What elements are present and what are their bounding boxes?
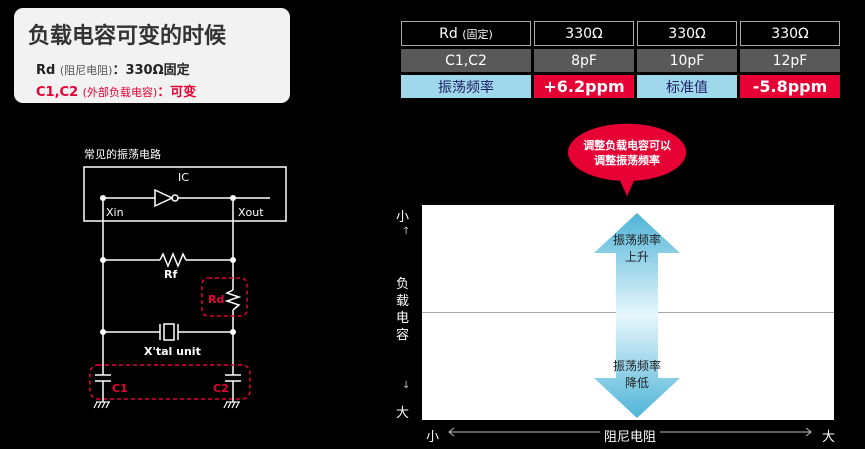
c-name: C1,C2 [36, 85, 79, 100]
rd-name: Rd [36, 63, 56, 78]
table-cell: -5.8ppm [740, 75, 840, 98]
ground-icon [93, 401, 110, 409]
oscillator-circuit: 常见的振荡电路 IC Xin Xout Rf Rd X'tal unit C1 … [83, 147, 287, 409]
page-title: 负载电容可变的时候 [28, 24, 227, 49]
callout-bubble: 调整负载电容可以 调整振荡频率 [567, 123, 687, 197]
c-value: 可变 [170, 85, 197, 100]
ground-icon [223, 401, 240, 409]
table-cell: C1,C2 [401, 49, 531, 72]
table-cell: 12pF [740, 49, 840, 72]
table-cell: +6.2ppm [534, 75, 634, 98]
c-highlight [89, 364, 251, 400]
table-row: 振荡频率 +6.2ppm 标准值 -5.8ppm [401, 75, 840, 98]
table-cell: 标准值 [637, 75, 737, 98]
inverter-icon [154, 188, 174, 208]
circuit-caption: 常见的振荡电路 [84, 147, 161, 161]
xout-label: Xout [238, 206, 264, 219]
ic-label: IC [178, 171, 189, 184]
c2-label: C2 [213, 382, 229, 395]
rd-paren: (阻尼电阻) [59, 64, 113, 77]
bubble-line1: 调整负载电容可以 [583, 138, 671, 152]
up-label2: 上升 [624, 250, 649, 264]
bubble-line2: 调整振荡频率 [594, 153, 660, 167]
table-row: Rd (固定) 330Ω 330Ω 330Ω [401, 21, 840, 46]
up-label1: 振荡频率 [612, 233, 661, 247]
y-big-label: 大 [396, 406, 410, 421]
c-sep: ： [157, 85, 171, 100]
ic-box [83, 166, 287, 222]
title-card: 负载电容可变的时候 Rd (阻尼电阻)：330Ω固定 C1,C2 (外部负载电容… [14, 8, 290, 103]
table-row: C1,C2 8pF 10pF 12pF [401, 49, 840, 72]
down-label2: 降低 [624, 376, 649, 390]
rd-head: Rd [439, 25, 458, 42]
x-big-label: 大 [822, 430, 836, 445]
c-line: C1,C2 (外部负载电容)：可变 [36, 81, 196, 100]
rd-resistor-icon [224, 289, 242, 311]
table-cell: 10pF [637, 49, 737, 72]
table-cell: 330Ω [534, 21, 634, 46]
table-cell: 8pF [534, 49, 634, 72]
c-paren: (外部负载电容) [82, 86, 158, 99]
rd-sep: ： [112, 63, 126, 78]
crystal-icon [163, 323, 175, 341]
comparison-table: Rd (固定) 330Ω 330Ω 330Ω C1,C2 8pF 10pF 12… [398, 18, 843, 101]
double-arrow-icon [594, 213, 680, 418]
rf-label: Rf [164, 268, 177, 281]
y-small-label: 小 [396, 210, 410, 225]
c1-label: C1 [112, 382, 128, 395]
rd-label: Rd [208, 293, 224, 306]
y-axis-label: 负 载 电 容 [396, 277, 410, 343]
table-cell: 330Ω [740, 21, 840, 46]
down-label1: 振荡频率 [612, 359, 661, 373]
table-cell: 330Ω [637, 21, 737, 46]
rd-highlight [201, 277, 248, 317]
rf-resistor-icon [159, 252, 187, 268]
rd-line: Rd (阻尼电阻)：330Ω固定 [36, 59, 190, 78]
down-arrow-icon: ↓ [402, 380, 411, 391]
xin-label: Xin [106, 206, 124, 219]
xtal-label: X'tal unit [144, 345, 201, 358]
x-axis-label: 阻尼电阻 [600, 426, 661, 445]
rd-value: 330Ω固定 [125, 63, 190, 78]
table-cell: 振荡频率 [401, 75, 531, 98]
rd-head-note: (固定) [462, 27, 493, 41]
up-arrow-icon: ↑ [402, 226, 411, 237]
x-small-label: 小 [426, 430, 440, 445]
graph-panel: 振荡频率 上升 振荡频率 降低 [422, 205, 834, 420]
